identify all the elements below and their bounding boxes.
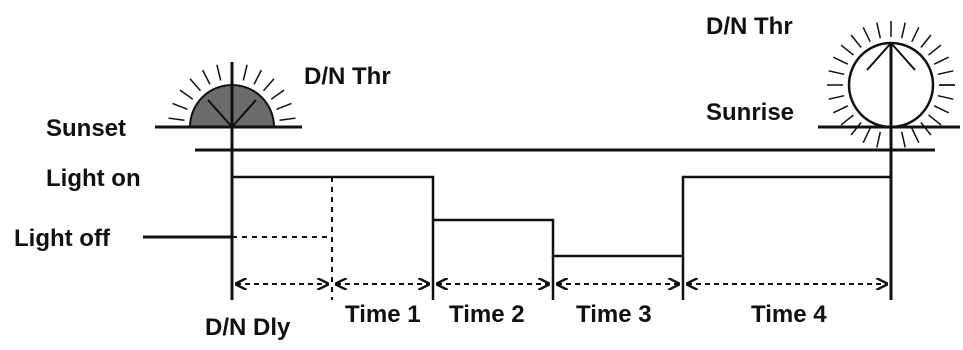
sun-ray xyxy=(832,105,849,114)
sun-ray xyxy=(937,94,954,100)
light-level-waveform xyxy=(232,175,891,258)
sun-ray xyxy=(850,122,862,136)
sun-ray xyxy=(828,70,845,76)
sun-ray xyxy=(920,122,932,136)
time1-label: Time 1 xyxy=(345,301,421,328)
sun-ray xyxy=(876,22,882,39)
sun-ray xyxy=(876,131,882,148)
sun-ray xyxy=(832,56,849,65)
sunrise-rays xyxy=(827,21,955,149)
sun-ray xyxy=(276,102,292,110)
sun-ray xyxy=(840,44,854,56)
sun-ray xyxy=(253,69,263,85)
sunrise-label: Sunrise xyxy=(706,99,794,126)
time2-label: Time 2 xyxy=(449,301,525,328)
sun-ray xyxy=(920,34,932,48)
sun-ray xyxy=(216,64,222,81)
time3-label: Time 3 xyxy=(576,301,652,328)
sun-ray xyxy=(937,70,954,76)
sun-ray xyxy=(189,78,202,92)
sun-ray xyxy=(862,26,871,43)
sun-ray xyxy=(172,102,188,110)
sun-ray xyxy=(862,127,871,144)
dn-thr-sunrise-label: D/N Thr xyxy=(706,13,793,40)
sun-ray xyxy=(262,78,275,92)
sunset-rays xyxy=(168,63,296,122)
sun-ray xyxy=(242,64,248,81)
sun-ray xyxy=(179,89,194,100)
sun-ray xyxy=(168,117,185,122)
sun-ray xyxy=(201,69,211,85)
sun-ray xyxy=(850,34,862,48)
sun-ray xyxy=(828,94,845,100)
sun-ray xyxy=(911,26,920,43)
sun-ray xyxy=(933,56,950,65)
sun-ray xyxy=(270,89,285,100)
sun-ray xyxy=(900,131,906,148)
sun-ray xyxy=(840,114,854,126)
sun-ray xyxy=(279,117,296,122)
time4-label: Time 4 xyxy=(751,301,827,328)
sun-ray xyxy=(911,127,920,144)
dn-thr-sunset-label: D/N Thr xyxy=(304,63,391,90)
sunset-label: Sunset xyxy=(46,115,126,142)
sun-ray xyxy=(928,44,942,56)
light-on-label: Light on xyxy=(46,165,141,192)
sun-ray xyxy=(933,105,950,114)
sun-ray xyxy=(900,22,906,39)
sun-ray xyxy=(928,114,942,126)
dn-dly-label: D/N Dly xyxy=(205,314,291,341)
light-off-label: Light off xyxy=(14,225,111,252)
